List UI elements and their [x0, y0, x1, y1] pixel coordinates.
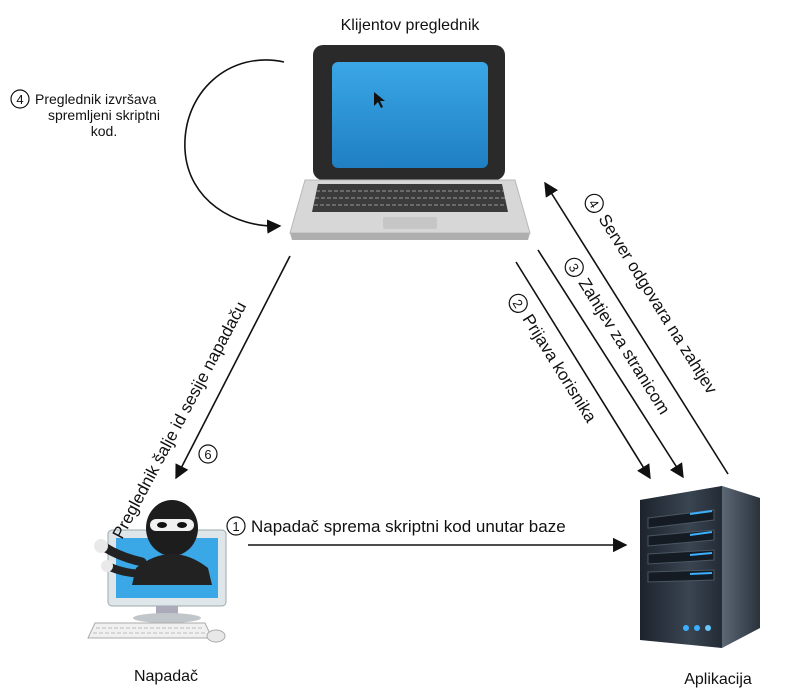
mouse-cursor-icon	[374, 92, 385, 108]
step-1-number: 1	[232, 519, 239, 534]
hacker-computer-icon	[87, 500, 227, 643]
step-6-number: 6	[204, 447, 211, 462]
step-3-badge	[564, 257, 584, 277]
step-4b-number: 4	[16, 92, 23, 107]
step-4b-line-3: kod.	[91, 123, 117, 139]
laptop-screen	[332, 62, 488, 168]
step-4b-line-2: spremljeni skriptni	[48, 107, 160, 123]
step-1-badge	[226, 516, 246, 536]
step-1: 1 Napadač sprema skriptni kod unutar baz…	[226, 516, 628, 553]
step-2-badge	[508, 293, 528, 313]
application: Aplikacija	[640, 486, 760, 688]
step-4b-badge	[10, 89, 30, 109]
server-drive-bays	[647, 509, 715, 583]
application-label: Aplikacija	[684, 671, 752, 688]
step-6-arrow	[175, 255, 291, 480]
step-4: 4 Server odgovara na zahtjev	[544, 181, 729, 475]
step-1-text: Napadač sprema skriptni kod unutar baze	[251, 517, 566, 536]
attacker: Napadač	[87, 500, 227, 685]
client-browser-label: Klijentov preglednik	[341, 17, 481, 34]
step-4-loop-arrow	[184, 59, 285, 234]
client-browser: Klijentov preglednik	[289, 17, 531, 240]
step-6: 6 Preglednik šalje id sesije napadaču	[109, 255, 291, 542]
step-4-browser-exec: 4 Preglednik izvršava spremljeni skriptn…	[10, 59, 285, 234]
step-6-badge	[198, 444, 218, 464]
step-3-arrow	[537, 249, 684, 479]
step-4-badge	[584, 193, 604, 213]
step-4-arrow	[544, 181, 729, 475]
laptop-icon	[289, 45, 531, 240]
step-2-arrow	[515, 261, 651, 480]
step-4b-line-1: Preglednik izvršava	[35, 91, 157, 107]
server-icon	[640, 486, 760, 648]
attacker-label: Napadač	[134, 668, 198, 685]
